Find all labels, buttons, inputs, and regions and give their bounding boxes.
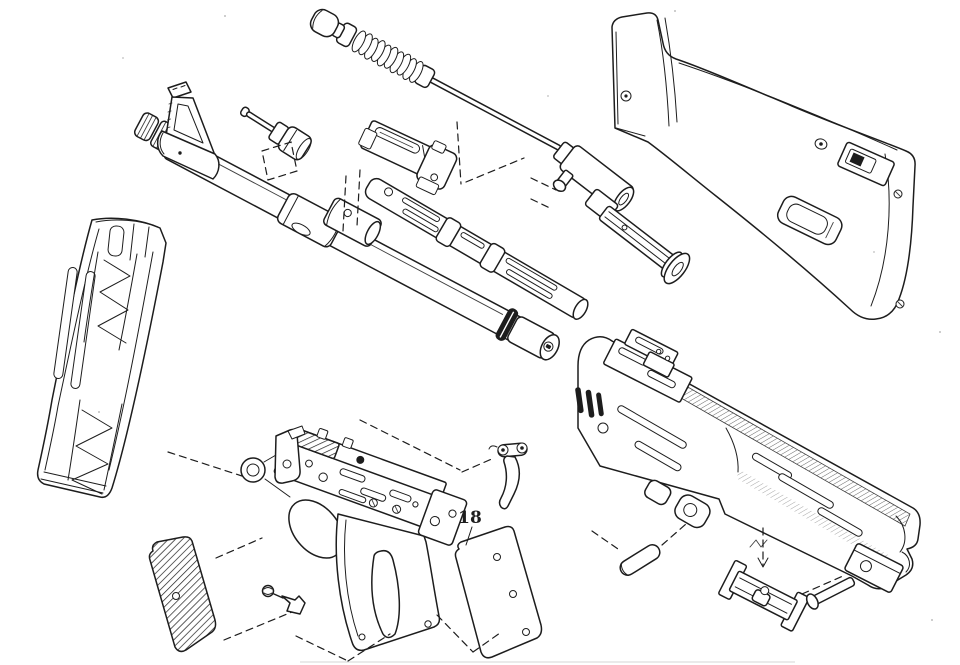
alignment-dashes xyxy=(167,121,844,662)
sight-saddle xyxy=(156,130,220,180)
grip-panel-right xyxy=(454,525,543,659)
trigger xyxy=(488,442,528,510)
housing-rear-box xyxy=(417,489,468,546)
magazine xyxy=(36,217,167,499)
rear-sight xyxy=(603,328,693,403)
trigger-blade xyxy=(498,455,521,510)
magazine-rib-slot xyxy=(70,271,96,389)
label-leader-line xyxy=(465,526,473,546)
sling-slot xyxy=(291,222,311,236)
recoil-spring-guide-rod xyxy=(429,77,562,151)
rear-sight-slide xyxy=(642,351,675,378)
trigger-housing-plate xyxy=(273,427,468,546)
magazine-rib-slot xyxy=(53,267,78,379)
grip-cutout xyxy=(371,549,401,639)
firing-pin-plunger xyxy=(239,106,312,161)
part-number-label: 18 xyxy=(458,508,482,528)
sight-post-hood xyxy=(167,81,192,99)
fluted-gas-tube xyxy=(364,177,589,320)
buttstock xyxy=(611,12,916,321)
receiver-housing xyxy=(575,328,921,593)
trigger-housing xyxy=(240,425,468,652)
front-sight-assembly xyxy=(133,81,220,180)
stock-bracket xyxy=(844,543,904,593)
screw-bolt xyxy=(805,576,856,610)
flanged-cap xyxy=(663,252,691,285)
grip-panel-left-checkered xyxy=(148,536,217,653)
sling-slot-plate xyxy=(776,195,843,246)
catch-block xyxy=(718,559,810,632)
recoil-spring-assembly xyxy=(309,8,562,151)
magazine-spring-lower xyxy=(67,399,123,495)
scan-noise xyxy=(98,10,941,621)
grip-panel-screw-hole xyxy=(172,592,180,600)
magazine-spring-upper xyxy=(83,251,138,351)
retaining-pin xyxy=(619,544,661,576)
bolt xyxy=(358,120,458,196)
handguard-rear-cylinder xyxy=(323,197,382,247)
receiver-lug xyxy=(674,494,711,529)
knurled-nut xyxy=(133,112,160,142)
stock-latch-fitting xyxy=(837,141,895,187)
magazine-feed-tower xyxy=(107,223,150,261)
receiver-front-grooves xyxy=(575,387,604,418)
hammer-lever xyxy=(261,584,306,615)
barrel-gas-cylinder xyxy=(552,141,691,285)
grip-frame xyxy=(335,513,441,652)
buffer-knob xyxy=(309,8,340,38)
recoil-spring-coils xyxy=(351,30,424,83)
barrel-casing-tube xyxy=(163,134,560,361)
